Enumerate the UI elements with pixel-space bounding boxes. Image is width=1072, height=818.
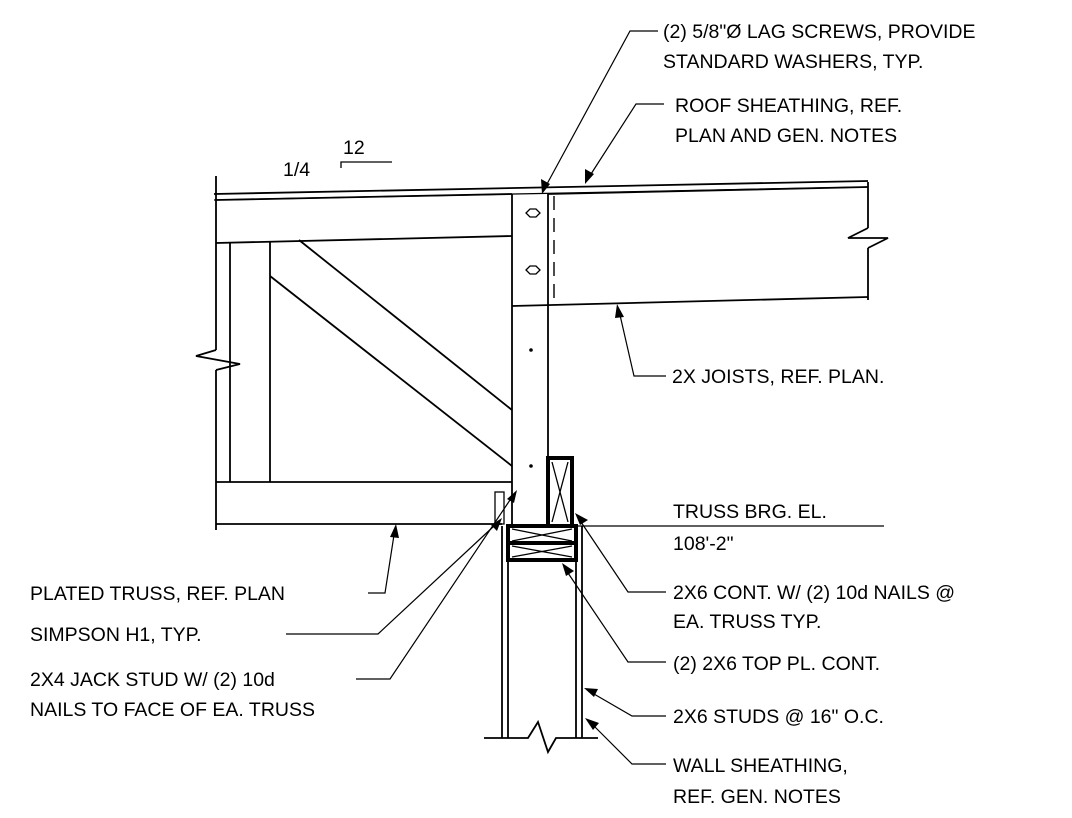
roof-sheathing xyxy=(213,180,869,201)
callout-roof-sheathing: ROOF SHEATHING, REF. PLAN AND GEN. NOTES xyxy=(585,95,902,184)
bearing-elevation-value: 108'-2" xyxy=(673,533,734,555)
callout-top-plate-text: (2) 2X6 TOP PL. CONT. xyxy=(673,653,880,675)
callout-simpson-h1-text: SIMPSON H1, TYP. xyxy=(30,624,202,646)
callout-roof-sheathing-line2: PLAN AND GEN. NOTES xyxy=(675,125,897,147)
bearing-elevation: TRUSS BRG. EL. 108'-2" xyxy=(548,501,884,555)
jack-stud-nail-dot xyxy=(529,464,533,468)
callout-lag-screws: (2) 5/8"Ø LAG SCREWS, PROVIDE STANDARD W… xyxy=(541,21,976,194)
callout-joists: 2X JOISTS, REF. PLAN. xyxy=(615,304,884,388)
slope-indicator: 1/4 12 xyxy=(283,137,392,181)
simpson-h1-clip xyxy=(494,491,505,525)
slope-rise: 1/4 xyxy=(283,159,310,181)
wall-studs xyxy=(484,526,598,755)
top-plate xyxy=(506,524,578,562)
callout-plated-truss-text: PLATED TRUSS, REF. PLAN xyxy=(30,583,285,605)
callout-simpson-h1: SIMPSON H1, TYP. xyxy=(30,518,502,646)
callout-jack-stud-line2: NAILS TO FACE OF EA. TRUSS xyxy=(30,699,315,721)
callout-lag-screws-line2: STANDARD WASHERS, TYP. xyxy=(663,51,923,73)
slope-run: 12 xyxy=(343,137,365,159)
callout-cont-2x6-line2: EA. TRUSS TYP. xyxy=(673,611,821,633)
callout-wall-sheathing-line2: REF. GEN. NOTES xyxy=(673,786,841,808)
lag-screw-icon xyxy=(525,265,541,275)
bearing-elevation-label: TRUSS BRG. EL. xyxy=(673,501,827,523)
callout-wall-sheathing-line1: WALL SHEATHING, xyxy=(673,755,848,777)
callout-lag-screws-line1: (2) 5/8"Ø LAG SCREWS, PROVIDE xyxy=(663,21,976,43)
callout-studs: 2X6 STUDS @ 16" O.C. xyxy=(584,688,884,728)
callout-jack-stud: 2X4 JACK STUD W/ (2) 10d NAILS TO FACE O… xyxy=(30,490,517,721)
plated-truss xyxy=(195,176,513,530)
joist xyxy=(511,182,889,307)
jack-stud-nail-dot xyxy=(529,348,533,352)
callout-wall-sheathing: WALL SHEATHING, REF. GEN. NOTES xyxy=(585,718,848,808)
callout-cont-2x6-line1: 2X6 CONT. W/ (2) 10d NAILS @ xyxy=(673,582,955,604)
callout-top-plate: (2) 2X6 TOP PL. CONT. xyxy=(562,563,880,675)
callout-plated-truss: PLATED TRUSS, REF. PLAN xyxy=(30,524,399,605)
callout-joists-text: 2X JOISTS, REF. PLAN. xyxy=(672,366,884,388)
callout-studs-text: 2X6 STUDS @ 16" O.C. xyxy=(673,706,884,728)
callout-cont-2x6: 2X6 CONT. W/ (2) 10d NAILS @ EA. TRUSS T… xyxy=(575,513,955,633)
lag-screw-icon xyxy=(525,208,541,218)
callout-jack-stud-line1: 2X4 JACK STUD W/ (2) 10d xyxy=(30,669,275,691)
cont-2x6-block xyxy=(546,456,574,528)
callout-roof-sheathing-line1: ROOF SHEATHING, REF. xyxy=(675,95,902,117)
